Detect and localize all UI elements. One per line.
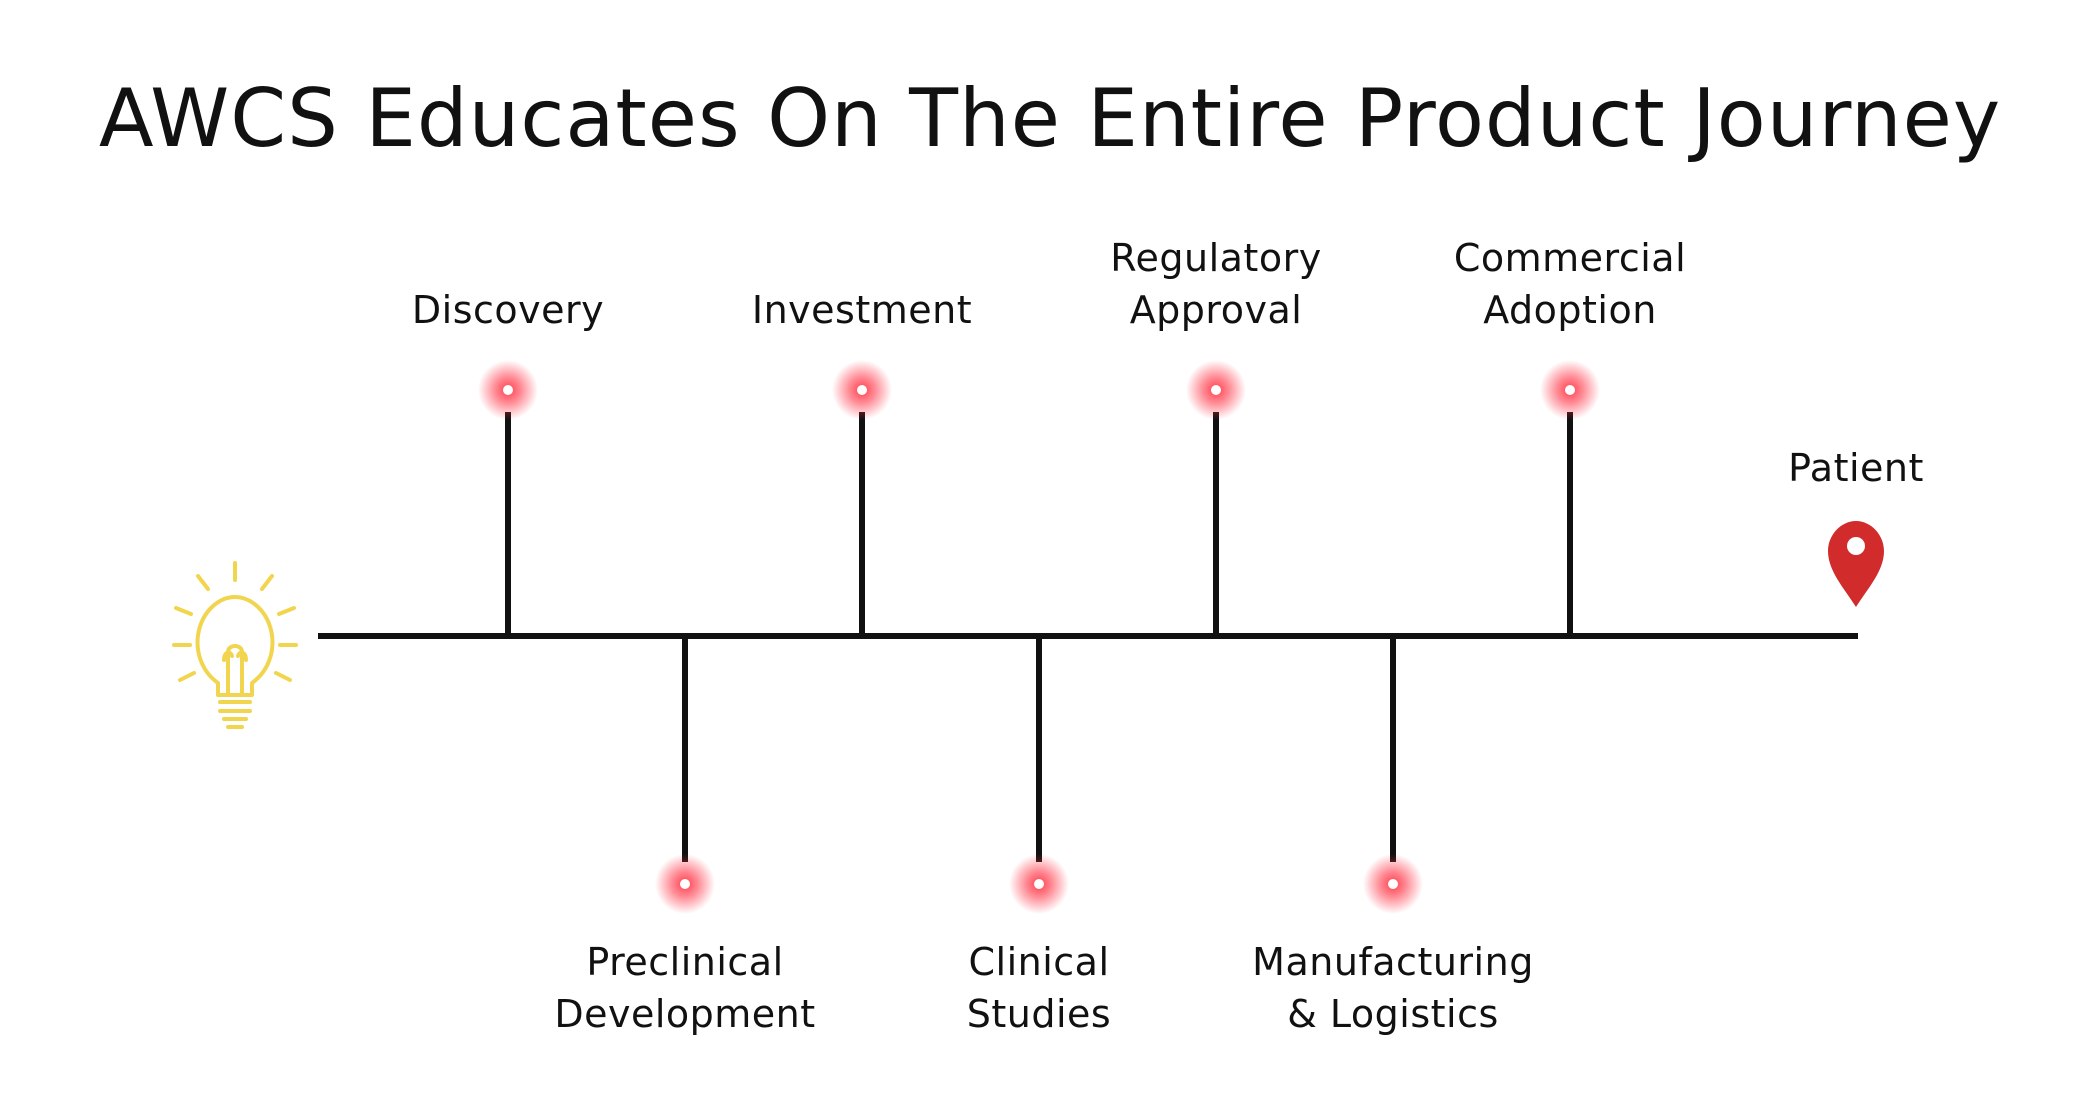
page-title: AWCS Educates On The Entire Product Jour… [98,72,2002,165]
step-label: Clinical Studies [966,940,1112,1036]
step-label: Manufacturing & Logistics [1252,940,1534,1036]
step-label: Regulatory Approval [1110,236,1322,332]
step-markers [478,360,1600,914]
step-marker-dot [1388,879,1398,889]
lightbulb-icon [172,561,298,729]
map-pin-icon [1828,521,1884,607]
step-label: Commercial Adoption [1453,236,1687,332]
step-marker-dot [857,385,867,395]
step-marker-dot [1565,385,1575,395]
step-marker-dot [680,879,690,889]
step-label: Preclinical Development [554,940,816,1036]
patient-label: Patient [1788,446,1924,490]
step-label: Discovery [411,288,605,332]
step-marker-dot [503,385,513,395]
step-marker-dot [1211,385,1221,395]
step-marker-dot [1034,879,1044,889]
step-label: Investment [751,288,973,332]
